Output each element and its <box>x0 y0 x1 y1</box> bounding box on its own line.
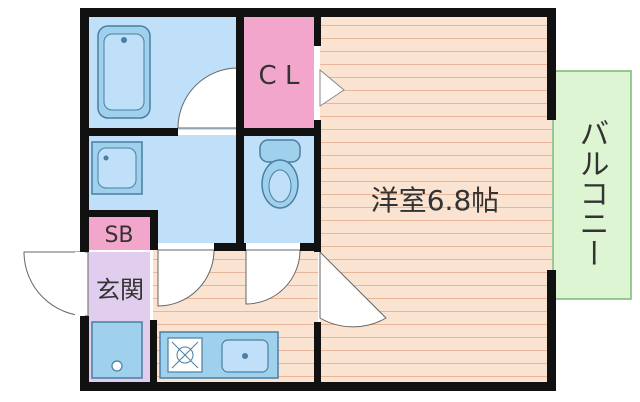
toilet-door <box>245 249 301 305</box>
bathtub-basin <box>103 33 145 111</box>
bathroom-door <box>177 67 239 129</box>
toilet-tank <box>259 139 301 163</box>
shoe-box-area <box>88 216 150 250</box>
wash-basin-drain <box>103 155 109 161</box>
western-room-door <box>319 250 387 328</box>
closet-label: C L <box>259 61 300 91</box>
closet-door-arrow <box>319 68 345 107</box>
stove-burner <box>176 346 194 364</box>
walls <box>80 8 556 391</box>
kitchen-sink-drain <box>242 353 248 359</box>
closet-area <box>244 16 314 128</box>
toilet-seat <box>268 169 292 203</box>
shoe-box-label: SB <box>104 223 133 248</box>
washroom-door <box>157 249 215 307</box>
utility-meter <box>111 360 123 372</box>
wash-basin <box>97 147 137 189</box>
balcony-area <box>552 70 632 300</box>
stove-burner-line <box>171 341 199 369</box>
balcony-label: バルコニー <box>574 118 609 268</box>
entrance-label: 玄関 <box>96 276 144 304</box>
western-room-label: 洋室6.8帖 <box>371 184 500 217</box>
bathtub-drain <box>121 37 127 43</box>
